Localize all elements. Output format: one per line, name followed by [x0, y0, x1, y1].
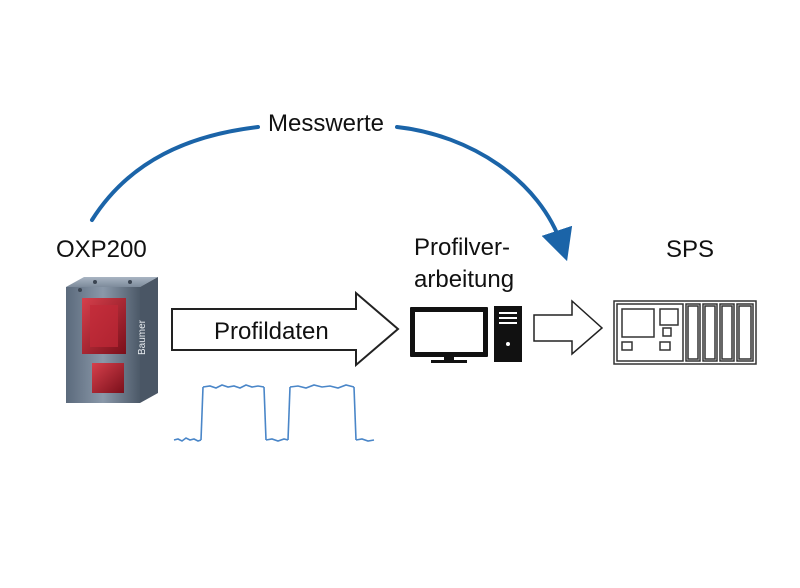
plc-label: SPS [666, 236, 715, 263]
measurement-arc-right [395, 125, 573, 262]
processing-label-line1: Profilver- [414, 234, 511, 261]
computer-monitor-icon [410, 307, 488, 363]
plc-rack-icon [613, 300, 757, 365]
sensor-label: OXP200 [56, 236, 147, 263]
measurement-arc-left [90, 125, 260, 222]
sensor-device-icon: Baumer [66, 277, 158, 403]
processing-label-line2: arbeitung [414, 266, 515, 293]
profile-signal-icon [173, 384, 375, 442]
profile-data-arrow [171, 290, 400, 368]
sensor-brand-text: Baumer [137, 319, 148, 355]
measurements-label: Messwerte [268, 110, 385, 137]
output-arrow [533, 299, 604, 356]
computer-tower-icon [494, 306, 522, 362]
profile-data-label: Profildaten [214, 318, 329, 345]
